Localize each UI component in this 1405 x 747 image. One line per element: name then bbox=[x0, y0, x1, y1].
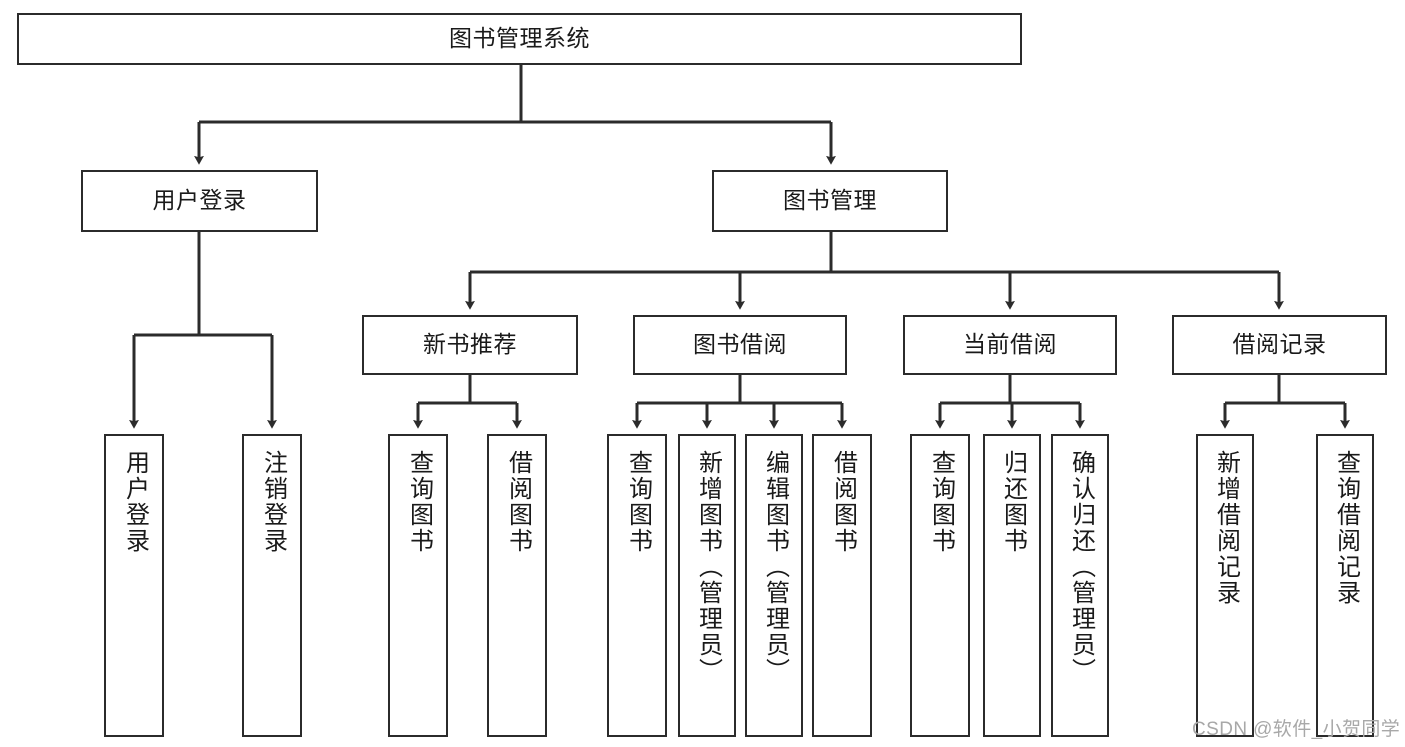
node-leaf-confirm-return[interactable]: 确认归还（管理员） bbox=[1051, 434, 1109, 737]
node-leaf-user-login-label: 用户登录 bbox=[121, 450, 149, 554]
node-leaf-add-book-label: 新增图书（管理员） bbox=[694, 450, 722, 684]
node-leaf-add-record[interactable]: 新增借阅记录 bbox=[1196, 434, 1254, 737]
node-leaf-borrow-book-2-label: 借阅图书 bbox=[829, 450, 857, 554]
csdn-watermark: CSDN @软件_小贺同学 bbox=[1192, 719, 1401, 740]
node-book-borrow[interactable]: 图书借阅 bbox=[633, 315, 847, 375]
node-new-book-recommend-label: 新书推荐 bbox=[423, 331, 517, 358]
node-leaf-borrow-book-1[interactable]: 借阅图书 bbox=[487, 434, 547, 737]
node-leaf-logout-label: 注销登录 bbox=[259, 450, 287, 554]
node-user-login-label: 用户登录 bbox=[152, 187, 247, 214]
node-leaf-add-book[interactable]: 新增图书（管理员） bbox=[678, 434, 736, 737]
node-current-borrow[interactable]: 当前借阅 bbox=[903, 315, 1117, 375]
node-leaf-edit-book-label: 编辑图书（管理员） bbox=[761, 450, 789, 684]
node-leaf-query-book-3[interactable]: 查询图书 bbox=[910, 434, 970, 737]
node-leaf-add-record-label: 新增借阅记录 bbox=[1212, 450, 1240, 606]
node-leaf-query-book-2[interactable]: 查询图书 bbox=[607, 434, 667, 737]
node-root[interactable]: 图书管理系统 bbox=[17, 13, 1022, 65]
node-current-borrow-label: 当前借阅 bbox=[963, 331, 1057, 358]
node-leaf-edit-book[interactable]: 编辑图书（管理员） bbox=[745, 434, 803, 737]
node-leaf-confirm-return-label: 确认归还（管理员） bbox=[1067, 450, 1095, 684]
node-user-login[interactable]: 用户登录 bbox=[81, 170, 318, 232]
node-new-book-recommend[interactable]: 新书推荐 bbox=[362, 315, 578, 375]
node-leaf-return-book-label: 归还图书 bbox=[999, 450, 1027, 554]
node-borrow-records-label: 借阅记录 bbox=[1232, 331, 1327, 358]
node-leaf-borrow-book-1-label: 借阅图书 bbox=[504, 450, 532, 554]
node-leaf-borrow-book-2[interactable]: 借阅图书 bbox=[812, 434, 872, 737]
node-leaf-query-book-1[interactable]: 查询图书 bbox=[388, 434, 448, 737]
node-leaf-user-login[interactable]: 用户登录 bbox=[104, 434, 164, 737]
node-leaf-query-book-1-label: 查询图书 bbox=[405, 450, 433, 554]
node-leaf-query-record-label: 查询借阅记录 bbox=[1332, 450, 1360, 606]
node-root-label: 图书管理系统 bbox=[449, 25, 590, 52]
node-borrow-records[interactable]: 借阅记录 bbox=[1172, 315, 1387, 375]
node-leaf-query-book-3-label: 查询图书 bbox=[927, 450, 955, 554]
node-leaf-query-record[interactable]: 查询借阅记录 bbox=[1316, 434, 1374, 737]
node-leaf-logout[interactable]: 注销登录 bbox=[242, 434, 302, 737]
node-leaf-query-book-2-label: 查询图书 bbox=[624, 450, 652, 554]
node-leaf-return-book[interactable]: 归还图书 bbox=[983, 434, 1041, 737]
node-book-management[interactable]: 图书管理 bbox=[712, 170, 948, 232]
node-book-management-label: 图书管理 bbox=[783, 187, 877, 214]
node-book-borrow-label: 图书借阅 bbox=[693, 331, 787, 358]
